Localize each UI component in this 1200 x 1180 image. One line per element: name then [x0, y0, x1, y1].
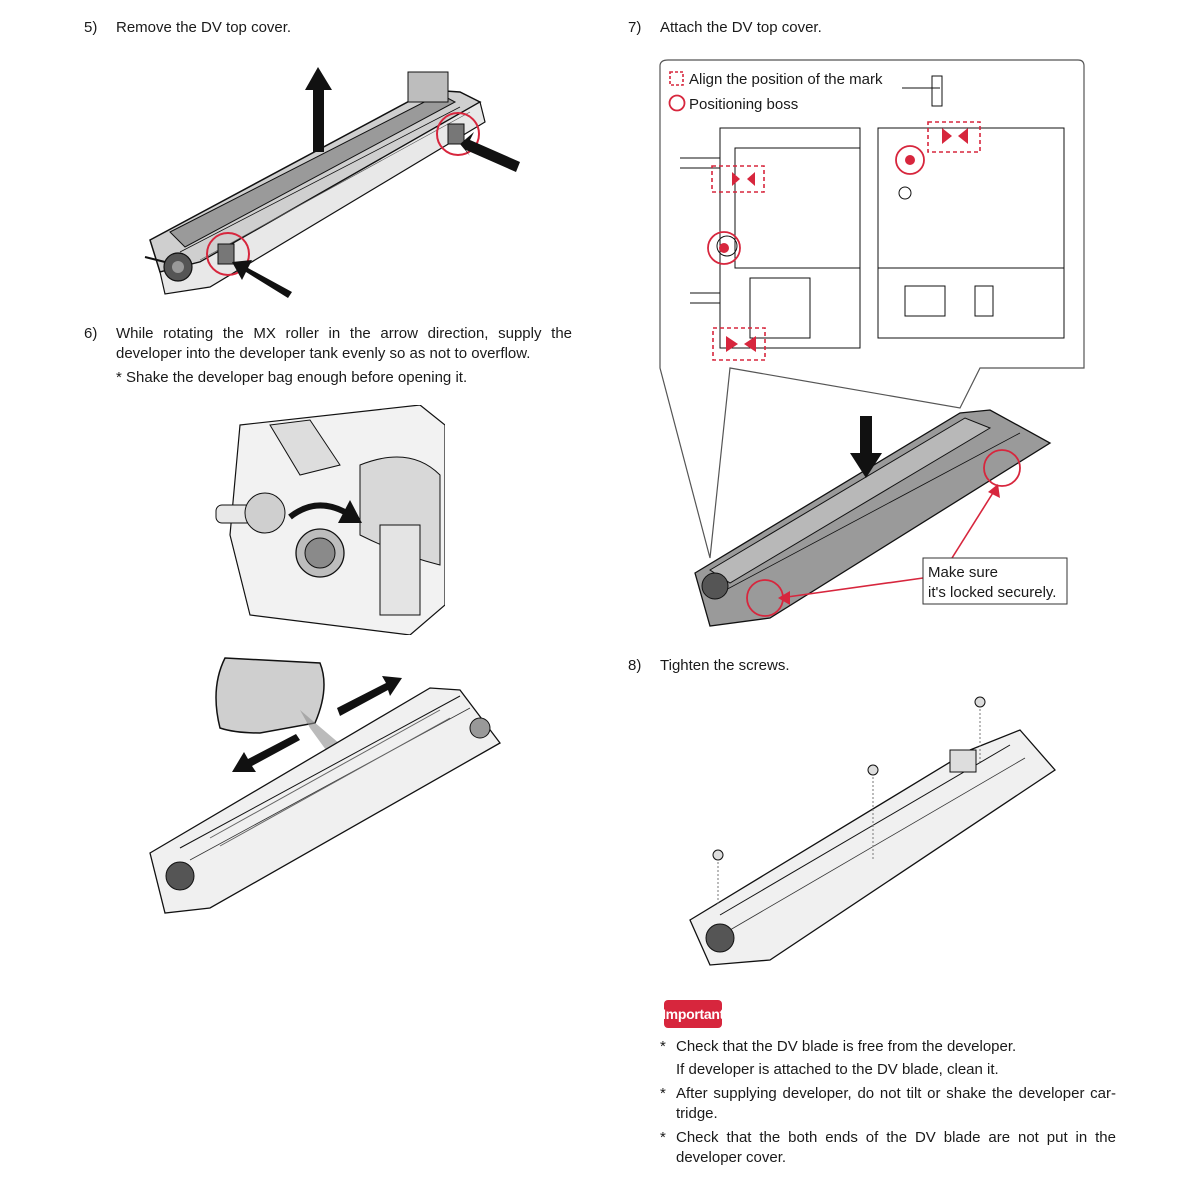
step-number: 8): [628, 657, 642, 674]
step-number: 7): [628, 19, 642, 36]
important-badge: Important: [662, 1000, 724, 1028]
step-text: Attach the DV top cover.: [660, 19, 822, 36]
attach-cover-illustration: Align the position of the mark Positioni…: [640, 58, 1090, 638]
mx-roller-rotate-illustration: [210, 405, 445, 635]
boss-legend-icon: [668, 94, 686, 112]
step-number: 5): [84, 19, 98, 36]
tighten-screws-illustration: [680, 690, 1060, 980]
step-number: 6): [84, 325, 98, 342]
step-6-note: * Shake the developer bag enough before …: [116, 369, 468, 386]
step-6-text: While rotating the MX roller in the arro…: [116, 324, 572, 364]
lock-callout-box: [922, 557, 1068, 605]
remove-cover-illustration: [140, 62, 540, 312]
legend-mark-text: Align the position of the mark: [689, 71, 883, 88]
lock-callout-line-2: it's locked securely.: [928, 584, 1056, 601]
lock-callout-line-1: Make sure: [928, 564, 998, 581]
step-6-line-2: developer into the developer tank evenly…: [116, 345, 531, 362]
detail-callout-bubble: [659, 59, 1085, 559]
supply-developer-illustration: [140, 648, 530, 918]
legend-boss-text: Positioning boss: [689, 96, 798, 113]
step-6-line-1: While rotating the MX roller in the arro…: [116, 325, 572, 342]
step-text: Tighten the screws.: [660, 657, 790, 674]
step-text: Remove the DV top cover.: [116, 19, 292, 36]
mark-legend-icon: [669, 71, 684, 86]
